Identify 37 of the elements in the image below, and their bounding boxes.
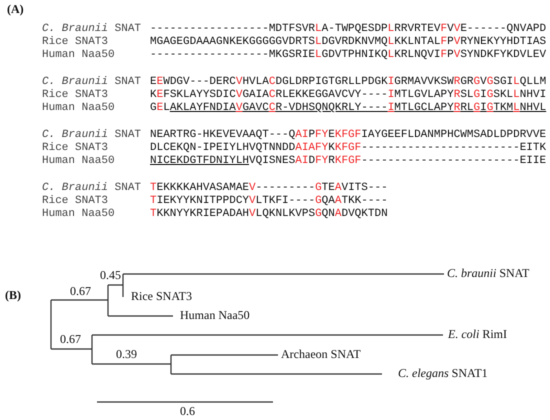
panel-label: (A): [7, 3, 24, 16]
bootstrap-value: 0.67: [70, 285, 91, 298]
bootstrap-value: 0.45: [100, 269, 121, 282]
protein-name: Human Naa50: [42, 208, 115, 221]
aligned-sequence: MGAGEGDAAAGNKEKGGGGGVDRTSLDGVRDKNVMQLKKLNTALFPVRYNEKYYHDTIAS: [150, 36, 546, 49]
aligned-sequence: EEWDGV---DERCVHVLACDGLDRPIGTGRLLPDGKIGRMAVVKSWRGRGVGSGILQLLM: [150, 76, 546, 89]
protein-name: Rice SNAT3: [42, 142, 108, 155]
protein-name: Human Naa50: [42, 155, 115, 168]
aligned-sequence: GELAKLAYFNDIAVGAVCCR-VDHSQNQKRLY----IMTLGCLAPYRRLGIGTKMLNHVL: [150, 102, 546, 115]
bootstrap-value: 0.67: [60, 333, 81, 346]
aligned-sequence: TEKKKKAHVASAMAEV---------GTEAVITS---: [150, 182, 388, 195]
aligned-sequence: ------------------MKGSRIELGDVTPHNIKQLKRLNQVIFPVSYNDKFYKDVLEV: [150, 49, 546, 62]
taxon-label: E. coli RimI: [448, 328, 507, 341]
taxon-label: C. braunii SNAT: [447, 267, 530, 280]
taxon-label: Rice SNAT3: [131, 290, 192, 303]
protein-name: C. Braunii SNAT: [42, 76, 142, 89]
protein-name: Rice SNAT3: [42, 89, 108, 102]
protein-name: Human Naa50: [42, 49, 115, 62]
aligned-sequence: ------------------MDTFSVRLA-TWPQESDPLRRVRTEVFVVE------QNVAPD: [150, 23, 546, 36]
aligned-sequence: TKKNYYKRIEPADAHVLQKNLKVPSGQNADVQKTDN: [150, 208, 388, 221]
aligned-sequence: DLCEKQN-IPEIYLHVQTNNDDAIAFYKKFGF------------------------EITK: [150, 142, 546, 155]
panel-label: (B): [5, 289, 21, 302]
protein-name: Rice SNAT3: [42, 36, 108, 49]
scale-value: 0.6: [180, 405, 195, 418]
taxon-label: Archaeon SNAT: [281, 348, 361, 361]
bootstrap-value: 0.39: [116, 348, 137, 361]
aligned-sequence: TIEKYYKNITPPDCYVLTKFI----GQAATKK----: [150, 195, 388, 208]
protein-name: Rice SNAT3: [42, 195, 108, 208]
protein-name: C. Braunii SNAT: [42, 182, 142, 195]
taxon-label: C. elegans SNAT1: [398, 367, 488, 380]
protein-name: C. Braunii SNAT: [42, 129, 142, 142]
protein-name: C. Braunii SNAT: [42, 23, 142, 36]
aligned-sequence: NICEKDGTFDNIYLHVQISNESAIDFYRKFGF------------------------EIIE: [150, 155, 546, 168]
taxon-label: Human Naa50: [180, 309, 250, 322]
aligned-sequence: KEFSKLAYYSDICVGAIACRLEKKEGGAVCVY----IMTLGVLAPYRSLGIGSKLLNHVI: [150, 89, 546, 102]
aligned-sequence: NEARTRG-HKEVEVAAQT---QAIPFYEKFGFIAYGEEFLDANMPHCWMSADLDPDRVVE: [150, 129, 546, 142]
protein-name: Human Naa50: [42, 102, 115, 115]
